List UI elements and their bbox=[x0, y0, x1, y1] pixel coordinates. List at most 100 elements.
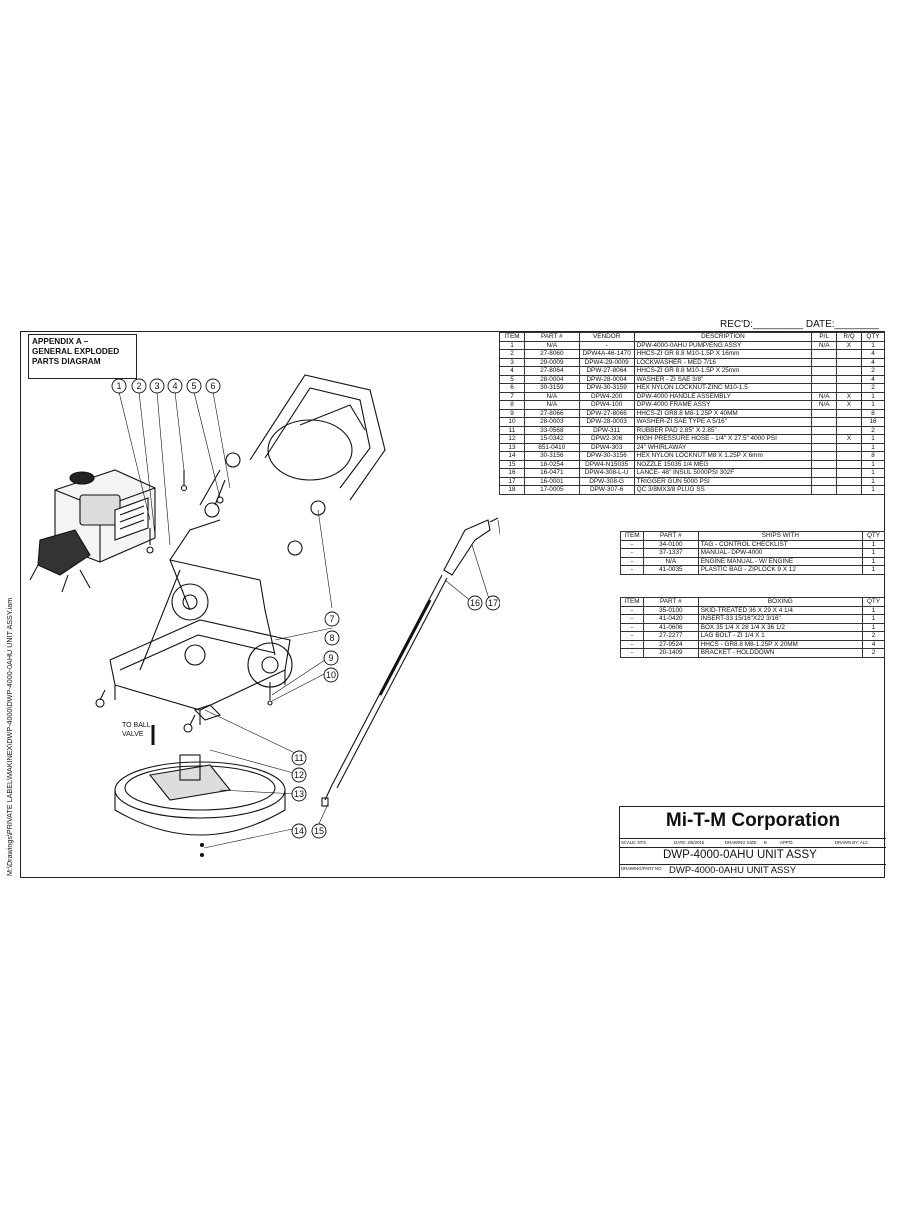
table-cell: 4 bbox=[499, 366, 525, 376]
handle-illustration bbox=[199, 374, 386, 556]
hardware-illustration bbox=[146, 470, 273, 706]
title-block: Mi-T-M Corporation SCALE: NTS DATE: 2/8/… bbox=[619, 806, 886, 878]
table-cell: TAG - CONTROL CHECKLIST bbox=[697, 539, 864, 549]
drawing-part-number: DWP-4000-0AHU UNIT ASSY bbox=[669, 865, 797, 876]
table-cell: 27-8064 bbox=[523, 366, 580, 376]
balloon-16 bbox=[467, 595, 483, 611]
table-cell bbox=[811, 408, 838, 418]
table-cell: - bbox=[578, 340, 635, 350]
frame-illustration bbox=[95, 519, 293, 733]
table-cell: 28-0004 bbox=[523, 374, 580, 384]
table-cell bbox=[811, 383, 838, 393]
table-cell: DPW-28-0004 bbox=[578, 374, 635, 384]
table-cell: LANCE- 48" INSUL 5000PSI 302F bbox=[633, 468, 813, 478]
table-cell: - bbox=[620, 565, 644, 575]
column-header: R/Q bbox=[836, 332, 862, 342]
table-cell: QC 3/8MX3/8 PLUG SS bbox=[633, 485, 813, 495]
table-cell: N/A bbox=[642, 556, 699, 566]
balloon-label: 8 bbox=[329, 633, 334, 643]
table-cell: LAG BOLT - ZI 1/4 X 1 bbox=[697, 631, 864, 641]
table-cell: 16-0001 bbox=[523, 476, 580, 486]
balloon-5 bbox=[186, 378, 202, 394]
scale-label: SCALE: NTS bbox=[621, 840, 647, 845]
balloon-label: 1 bbox=[116, 381, 121, 391]
table-cell: 1 bbox=[862, 614, 885, 624]
table-cell: 17 bbox=[499, 476, 525, 486]
table-cell: DPW4-29-0009 bbox=[578, 357, 635, 367]
table-cell: 30-3156 bbox=[523, 451, 580, 461]
table-cell: 4 bbox=[862, 639, 885, 649]
table-cell: DPW-307-6 bbox=[578, 485, 635, 495]
table-cell: N/A bbox=[811, 400, 838, 410]
table-cell: 29-0009 bbox=[523, 357, 580, 367]
ball-valve-note: TO BALL VALVE bbox=[122, 721, 151, 739]
table-cell bbox=[811, 451, 838, 461]
balloon-label: 6 bbox=[210, 381, 215, 391]
table-cell: 1 bbox=[862, 605, 885, 615]
table-cell bbox=[836, 442, 862, 452]
table-cell: 1 bbox=[862, 556, 885, 566]
table-cell bbox=[811, 425, 838, 435]
balloon-label: 16 bbox=[470, 598, 480, 608]
table-cell: DPW-4000-0AHU PUMP/ENG ASSY bbox=[633, 340, 813, 350]
item-balloons bbox=[111, 378, 500, 839]
table-header-row: ITEM PART # BOXING QTY bbox=[620, 597, 885, 607]
table-cell bbox=[811, 434, 838, 444]
table-cell: X bbox=[836, 434, 862, 444]
table-cell: 1 bbox=[862, 539, 885, 549]
balloon-label: 13 bbox=[294, 789, 304, 799]
table-cell: X bbox=[836, 391, 862, 401]
table-cell bbox=[836, 383, 862, 393]
column-header: QTY bbox=[861, 332, 885, 342]
table-cell: 1 bbox=[861, 442, 885, 452]
table-cell: DPW4-308-L-U bbox=[578, 468, 635, 478]
table-cell: HHCS-ZI GR8.8 M8-1.25P X 40MM bbox=[633, 408, 813, 418]
table-cell: 1 bbox=[861, 468, 885, 478]
bill-of-materials-table: ITEM PART # VENDOR DESCRIPTION P/L R/Q Q… bbox=[499, 332, 885, 495]
balloon-2 bbox=[131, 378, 147, 394]
table-cell: BRACKET - HOLDDOWN bbox=[697, 648, 864, 658]
table-cell: 1 bbox=[862, 565, 885, 575]
engine-illustration bbox=[29, 469, 156, 593]
table-cell: 1 bbox=[862, 622, 885, 632]
balloon-label: 2 bbox=[136, 381, 141, 391]
table-cell: 1 bbox=[862, 548, 885, 558]
table-cell: 16-0471 bbox=[523, 468, 580, 478]
table-cell: DPW-27-8066 bbox=[578, 408, 635, 418]
balloon-label: 11 bbox=[294, 753, 303, 763]
table-cell: DPW-4000 HANDLE ASSEMBLY bbox=[633, 391, 813, 401]
balloon-4 bbox=[167, 378, 183, 394]
column-header: PART # bbox=[642, 531, 699, 541]
balloon-label: 4 bbox=[172, 381, 177, 391]
table-cell: 34-0100 bbox=[642, 539, 699, 549]
table-cell: DPW4-100 bbox=[578, 400, 635, 410]
table-cell: - bbox=[620, 631, 644, 641]
balloon-6 bbox=[205, 378, 221, 394]
table-cell bbox=[811, 349, 838, 359]
table-cell bbox=[811, 476, 838, 486]
table-cell: N/A bbox=[523, 391, 580, 401]
divider bbox=[620, 864, 886, 865]
table-cell: DPW-30-3156 bbox=[578, 451, 635, 461]
table-cell: 30-3159 bbox=[523, 383, 580, 393]
table-cell: N/A bbox=[811, 340, 838, 350]
drawing-meta-row: SCALE: NTS DATE: 2/8/2015 DRAWING SIZE: … bbox=[620, 839, 886, 847]
balloon-label: 12 bbox=[294, 770, 304, 780]
table-cell: BOX 35 1/4 X 28 1/4 X 36 1/2 bbox=[697, 622, 864, 632]
table-cell: 1 bbox=[861, 400, 885, 410]
balloon-10 bbox=[323, 667, 339, 683]
balloon-14 bbox=[291, 823, 307, 839]
